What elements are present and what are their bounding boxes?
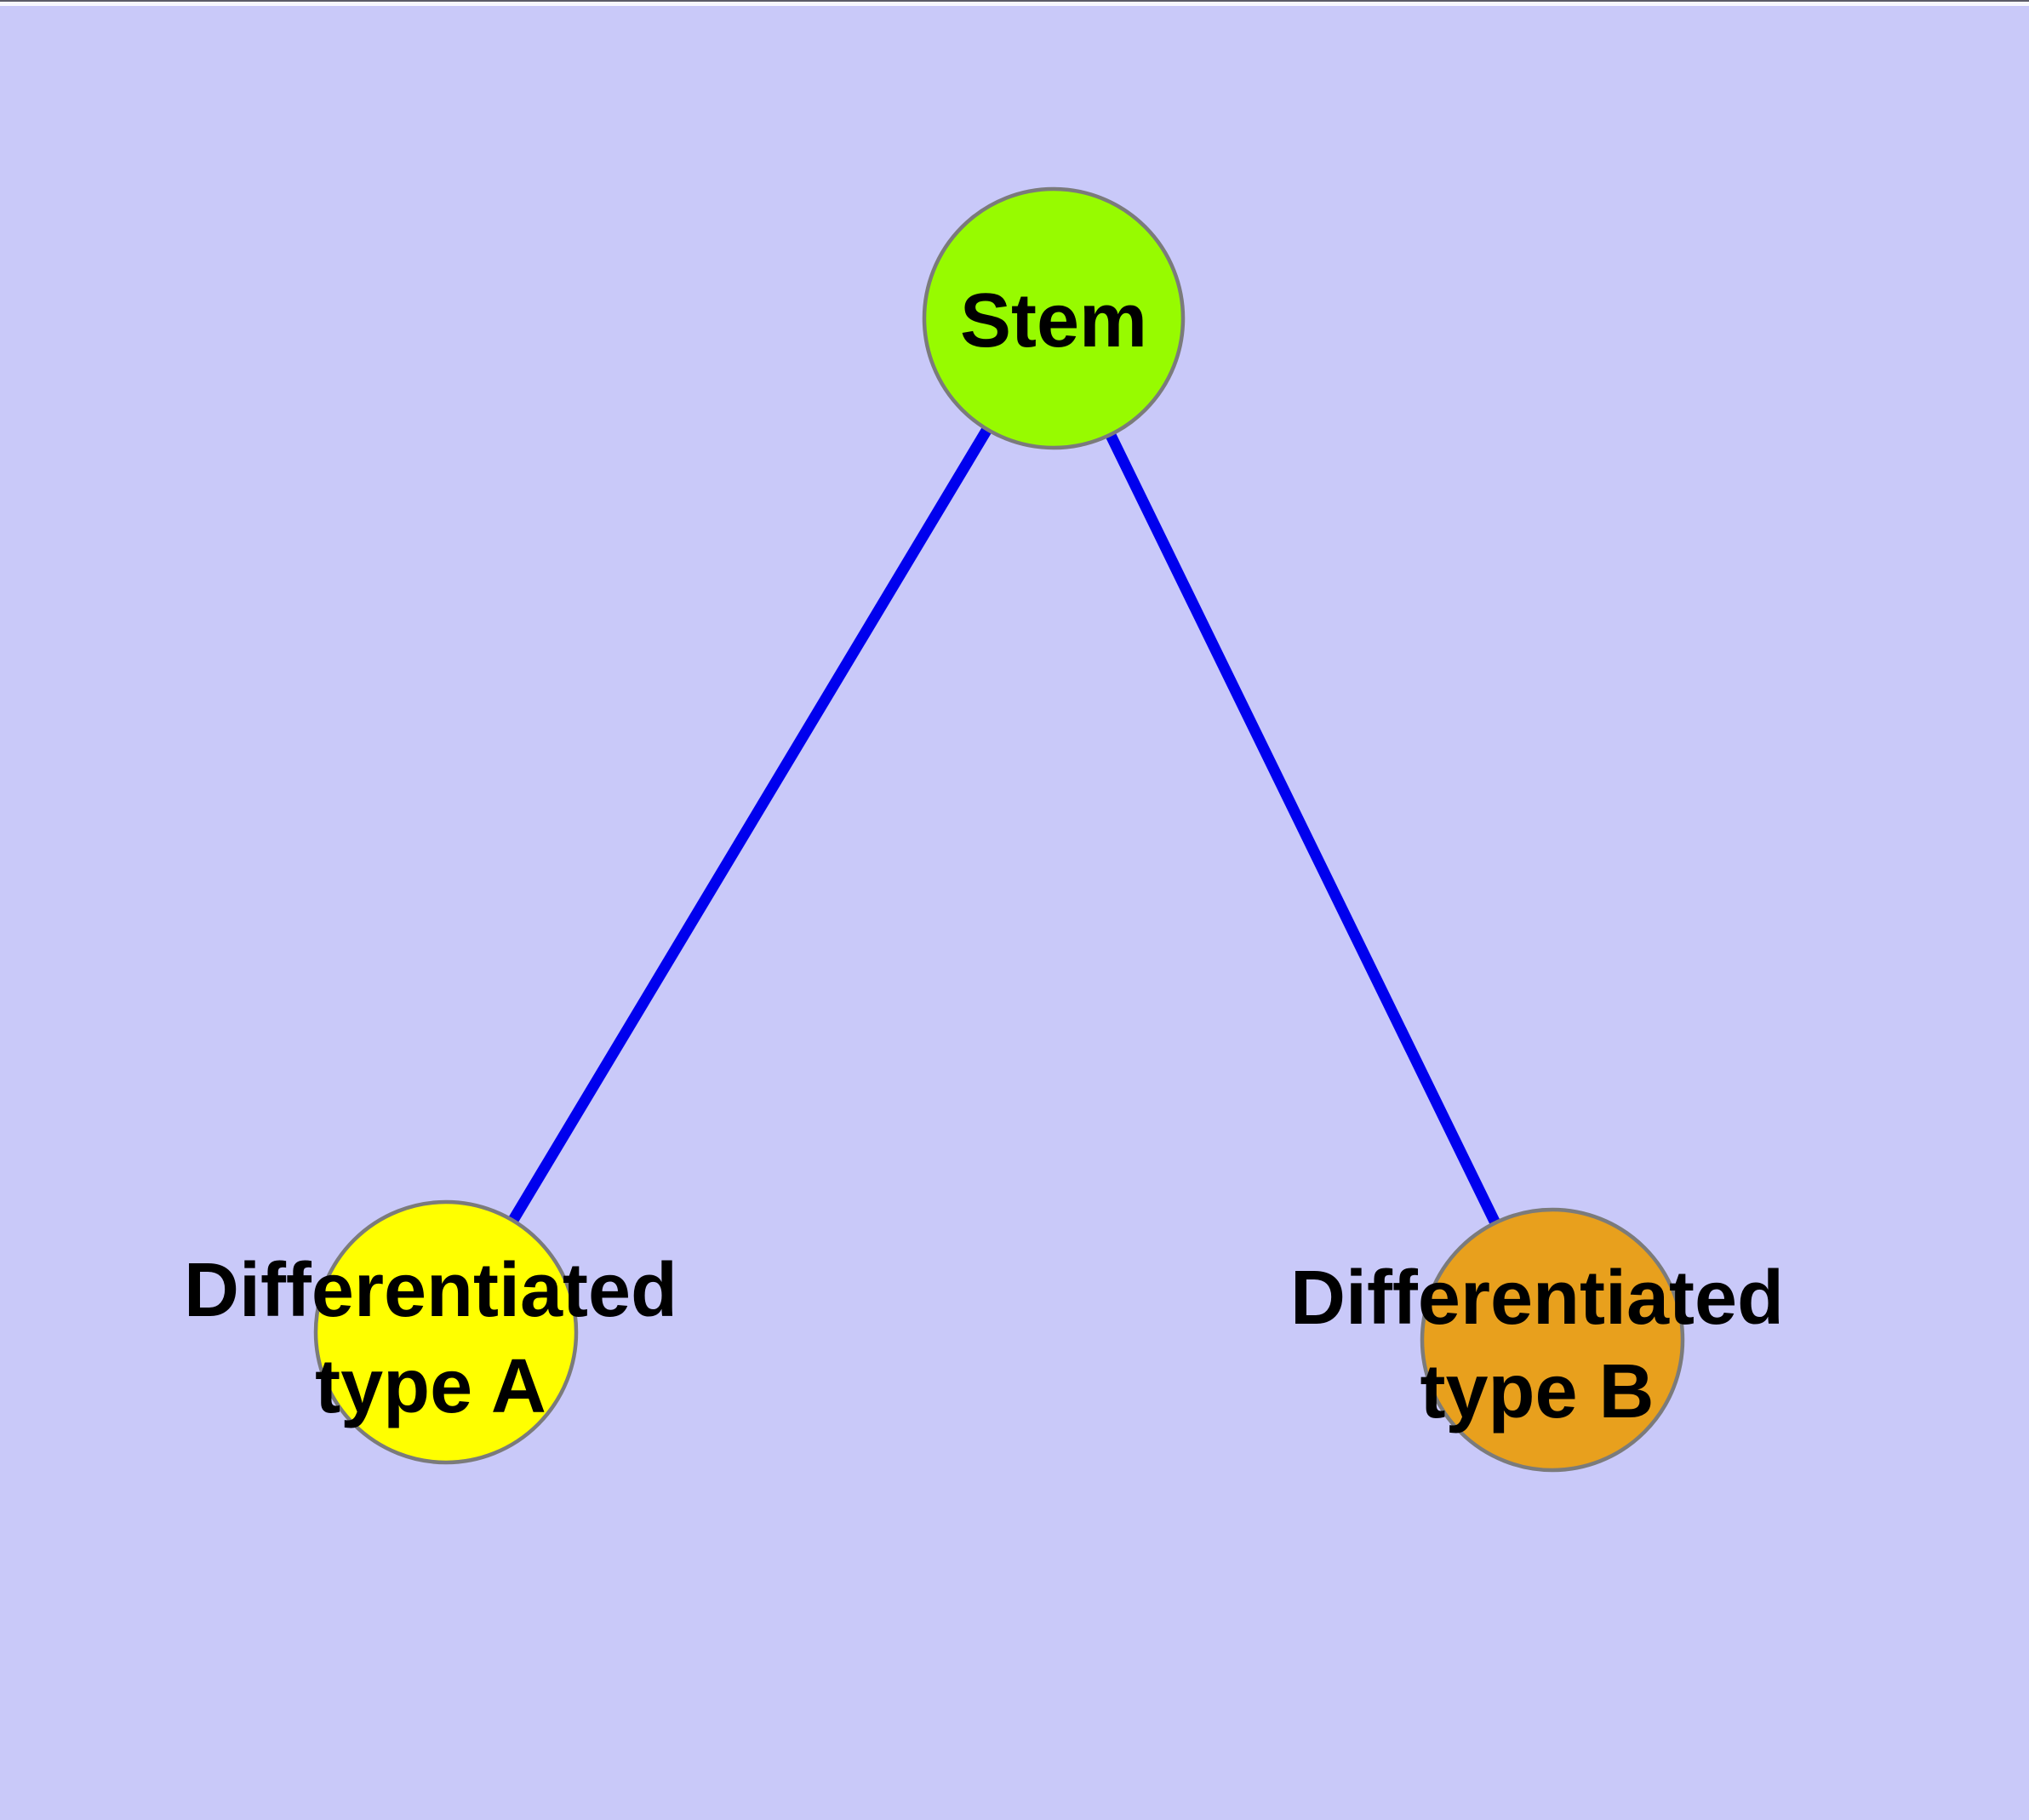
window-top-border bbox=[0, 0, 2029, 2]
differentiated-type-b-label-line1: Differentiated bbox=[1290, 1256, 1784, 1341]
window-top-highlight bbox=[0, 2, 2029, 6]
edge-stem-to-type-a bbox=[441, 315, 1059, 1336]
stem-node bbox=[922, 186, 1186, 450]
differentiated-type-a-label-line2: type A bbox=[315, 1344, 546, 1429]
differentiated-type-a-label-line1: Differentiated bbox=[184, 1248, 677, 1333]
stem-node-label: Stem bbox=[960, 278, 1147, 363]
differentiated-type-b-node bbox=[1420, 1207, 1685, 1473]
differentiated-type-a-node bbox=[313, 1199, 579, 1465]
edge-stem-to-type-b bbox=[1049, 316, 1557, 1342]
differentiated-type-b-label-line2: type B bbox=[1420, 1349, 1654, 1434]
